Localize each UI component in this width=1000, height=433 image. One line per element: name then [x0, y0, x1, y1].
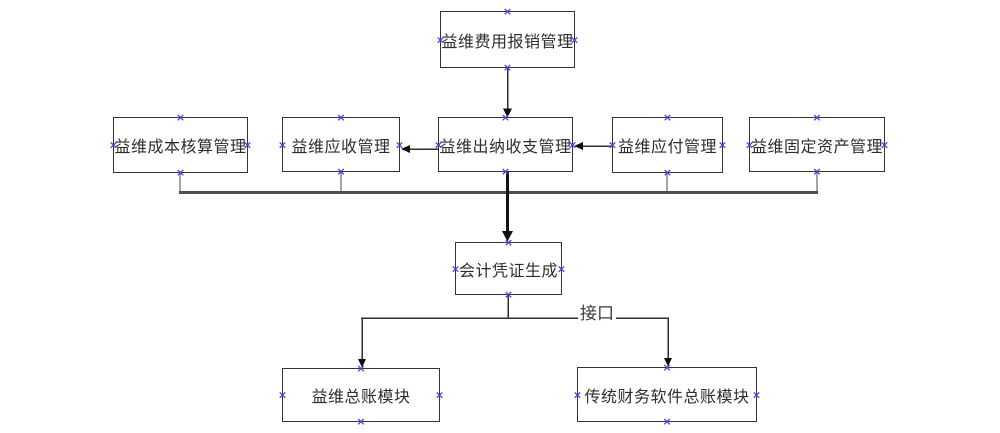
node-cost-accounting[interactable]: 益维成本核算管理 × × × × [109, 112, 252, 178]
connection-point-icon: × [607, 138, 618, 152]
connection-point-icon: × [503, 235, 514, 249]
connection-point-icon: × [572, 388, 583, 401]
connection-point-icon: × [567, 138, 578, 151]
connection-point-icon: × [242, 138, 253, 152]
connector-merge-tree [179, 172, 818, 194]
connection-point-icon: × [744, 138, 755, 151]
connection-point-icon: × [108, 138, 119, 152]
connection-point-icon: × [662, 166, 673, 180]
connection-point-icon: × [569, 33, 580, 46]
connection-point-icon: × [356, 361, 366, 375]
node-cashier-income-expense[interactable]: 益维出纳收支管理 × × × × [434, 112, 577, 177]
node-label: 益维出纳收支管理 [439, 136, 572, 156]
connection-point-icon: × [812, 110, 822, 124]
connector-voucher-branch [361, 295, 669, 320]
connection-point-icon: × [277, 388, 288, 402]
connection-point-icon: × [717, 138, 728, 152]
connection-point-icon: × [175, 166, 186, 180]
node-label: 传统财务软件总账模块 [584, 386, 750, 406]
node-yiwei-general-ledger[interactable]: 益维总账模块 × × × × [278, 363, 444, 427]
connection-point-icon: × [662, 415, 672, 429]
edge-label-interface: 接口 [578, 304, 616, 324]
connector-branch-to-ledger [358, 318, 366, 368]
connection-point-icon: × [503, 288, 514, 302]
connection-point-icon: × [433, 138, 444, 151]
connection-point-icon: × [394, 138, 405, 151]
node-label: 益维固定资产管理 [750, 136, 883, 156]
connection-point-icon: × [502, 4, 513, 18]
connector-branch-to-traditional [664, 318, 672, 367]
node-fixed-assets-management[interactable]: 益维固定资产管理 × × × × [745, 112, 889, 177]
connection-point-icon: × [336, 165, 346, 179]
node-label: 益维应收管理 [291, 136, 391, 156]
connector-payable-to-cashier [574, 142, 612, 150]
connector-cashier-to-receivable [401, 145, 438, 153]
connection-point-icon: × [277, 138, 288, 151]
connector-merge-to-voucher [502, 172, 513, 242]
connection-point-icon: × [500, 110, 511, 124]
node-voucher-generation[interactable]: 会计凭证生成 × × × × [451, 237, 566, 300]
node-receivables-management[interactable]: 益维应收管理 × × × × [278, 112, 404, 177]
node-label: 会计凭证生成 [458, 260, 558, 280]
node-label: 益维费用报销管理 [441, 31, 574, 51]
connection-point-icon: × [450, 262, 461, 275]
connection-point-icon: × [879, 138, 890, 151]
connector-expense-to-cashier [503, 68, 512, 118]
node-label: 益维应付管理 [617, 137, 717, 156]
connection-point-icon: × [434, 388, 445, 402]
connection-point-icon: × [502, 61, 513, 75]
connection-point-icon: × [662, 360, 672, 374]
node-expense-management[interactable]: 益维费用报销管理 × × × × [436, 6, 579, 73]
connection-point-icon: × [356, 415, 366, 429]
connection-point-icon: × [175, 110, 186, 124]
connection-point-icon: × [500, 165, 511, 179]
connection-point-icon: × [556, 262, 567, 275]
node-label: 益维成本核算管理 [114, 137, 247, 156]
connection-point-icon: × [751, 388, 762, 401]
connection-point-icon: × [812, 165, 822, 179]
connection-point-icon: × [435, 33, 446, 46]
connection-point-icon: × [662, 110, 673, 124]
node-label: 益维总账模块 [311, 387, 411, 406]
connection-point-icon: × [336, 110, 346, 124]
node-payables-management[interactable]: 益维应付管理 × × × × [608, 112, 727, 178]
node-traditional-software-ledger[interactable]: 传统财务软件总账模块 × × × × [573, 362, 761, 427]
